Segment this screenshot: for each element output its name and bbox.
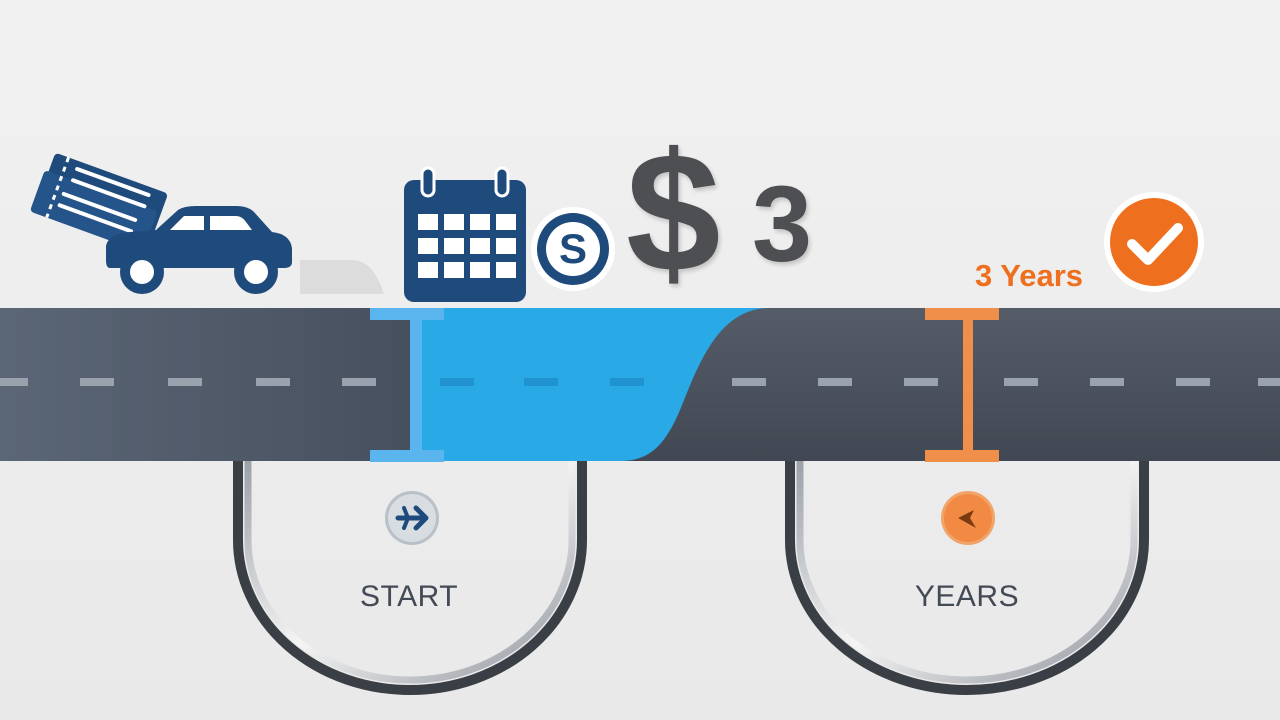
start-marker (370, 308, 444, 462)
plane-icon (385, 491, 439, 545)
end-marker (925, 308, 999, 462)
calendar-icon (404, 166, 526, 302)
start-label: START (359, 580, 459, 613)
road (0, 308, 1280, 462)
end-label: YEARS (914, 580, 1020, 613)
arrow-left-icon (941, 491, 995, 545)
years-loop (785, 455, 1149, 695)
cost-symbol: $ (626, 118, 721, 308)
road-highlight-segment (410, 308, 770, 461)
svg-text:S: S (559, 225, 587, 272)
duration-label: 3 Years (975, 258, 1084, 293)
check-icon (1104, 192, 1204, 292)
tickets-icon (30, 153, 168, 252)
car-icon (106, 206, 292, 294)
coin-icon: S (531, 207, 615, 291)
start-loop (233, 455, 587, 695)
cost-value: 3 (752, 163, 813, 284)
motion-swoosh (300, 260, 384, 294)
